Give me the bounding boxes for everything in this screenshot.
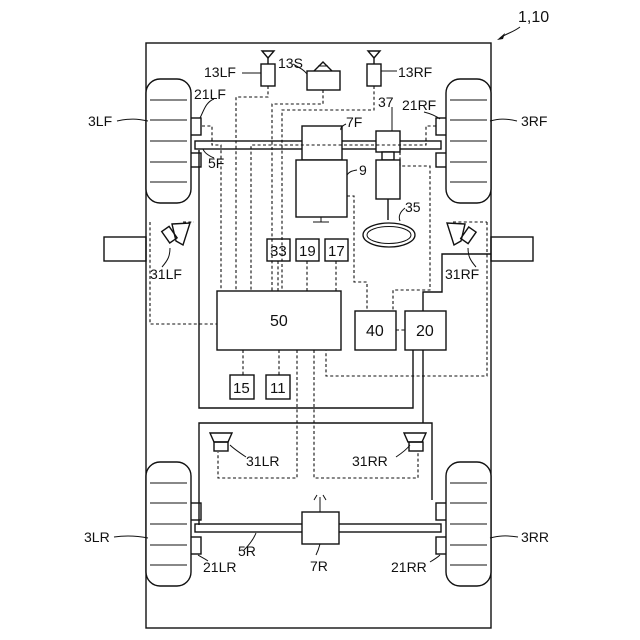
label-21lf: 21LF bbox=[194, 86, 226, 102]
wheel-lr bbox=[146, 462, 191, 586]
right-mirror bbox=[491, 237, 533, 261]
figure-leader-arrowhead bbox=[497, 33, 505, 40]
label-40: 40 bbox=[366, 323, 384, 340]
front-drive-unit bbox=[302, 126, 342, 160]
label-5f: 5F bbox=[208, 155, 224, 171]
figure-reference: 1,10 bbox=[497, 9, 549, 40]
label-13lf: 13LF bbox=[204, 64, 236, 80]
engine-mount bbox=[313, 217, 329, 222]
label-37: 37 bbox=[378, 94, 394, 110]
label-5r: 5R bbox=[238, 543, 256, 559]
antenna-13s bbox=[307, 62, 340, 90]
label-21rr: 21RR bbox=[391, 559, 427, 575]
engine bbox=[296, 160, 347, 217]
wheel-lf bbox=[146, 79, 191, 203]
label-13rf: 13RF bbox=[398, 64, 432, 80]
label-3rf: 3RF bbox=[521, 113, 547, 129]
speaker-31lr bbox=[210, 433, 232, 451]
antenna-13rf bbox=[367, 51, 381, 86]
antenna-13lf bbox=[261, 51, 275, 86]
label-19: 19 bbox=[299, 243, 316, 260]
rear-frame bbox=[199, 423, 432, 525]
label-13s: 13S bbox=[278, 55, 303, 71]
label-35: 35 bbox=[405, 199, 421, 215]
label-20: 20 bbox=[416, 323, 434, 340]
label-3lr: 3LR bbox=[84, 529, 110, 545]
speaker-31lf bbox=[162, 223, 190, 245]
label-21lr: 21LR bbox=[203, 559, 236, 575]
steering-column-upper bbox=[382, 152, 394, 160]
label-3rr: 3RR bbox=[521, 529, 549, 545]
label-33: 33 bbox=[270, 243, 287, 260]
steering-angle-sensor bbox=[376, 131, 400, 152]
rear-drive-unit bbox=[302, 512, 339, 544]
label-7f: 7F bbox=[346, 114, 362, 130]
label-21rf: 21RF bbox=[402, 97, 436, 113]
label-15: 15 bbox=[233, 380, 250, 397]
label-31rf: 31RF bbox=[445, 266, 479, 282]
rear-drive-mount bbox=[314, 495, 326, 512]
speaker-31rf bbox=[447, 223, 476, 245]
label-31lr: 31LR bbox=[246, 453, 279, 469]
left-mirror bbox=[104, 237, 146, 261]
label-3lf: 3LF bbox=[88, 113, 112, 129]
label-17: 17 bbox=[328, 243, 345, 260]
label-7r: 7R bbox=[310, 558, 328, 574]
wheel-rf bbox=[446, 79, 491, 203]
signal-wiring bbox=[150, 86, 487, 478]
power-wiring bbox=[423, 254, 491, 311]
label-50: 50 bbox=[270, 313, 288, 330]
steering-wheel-inner bbox=[367, 227, 411, 244]
figure-label: 1,10 bbox=[518, 9, 549, 26]
wheel-rr bbox=[446, 462, 491, 586]
label-11: 11 bbox=[270, 380, 286, 397]
label-31lf: 31LF bbox=[150, 266, 182, 282]
steering-actuator bbox=[376, 160, 400, 199]
label-9: 9 bbox=[359, 162, 367, 178]
label-31rr: 31RR bbox=[352, 453, 388, 469]
